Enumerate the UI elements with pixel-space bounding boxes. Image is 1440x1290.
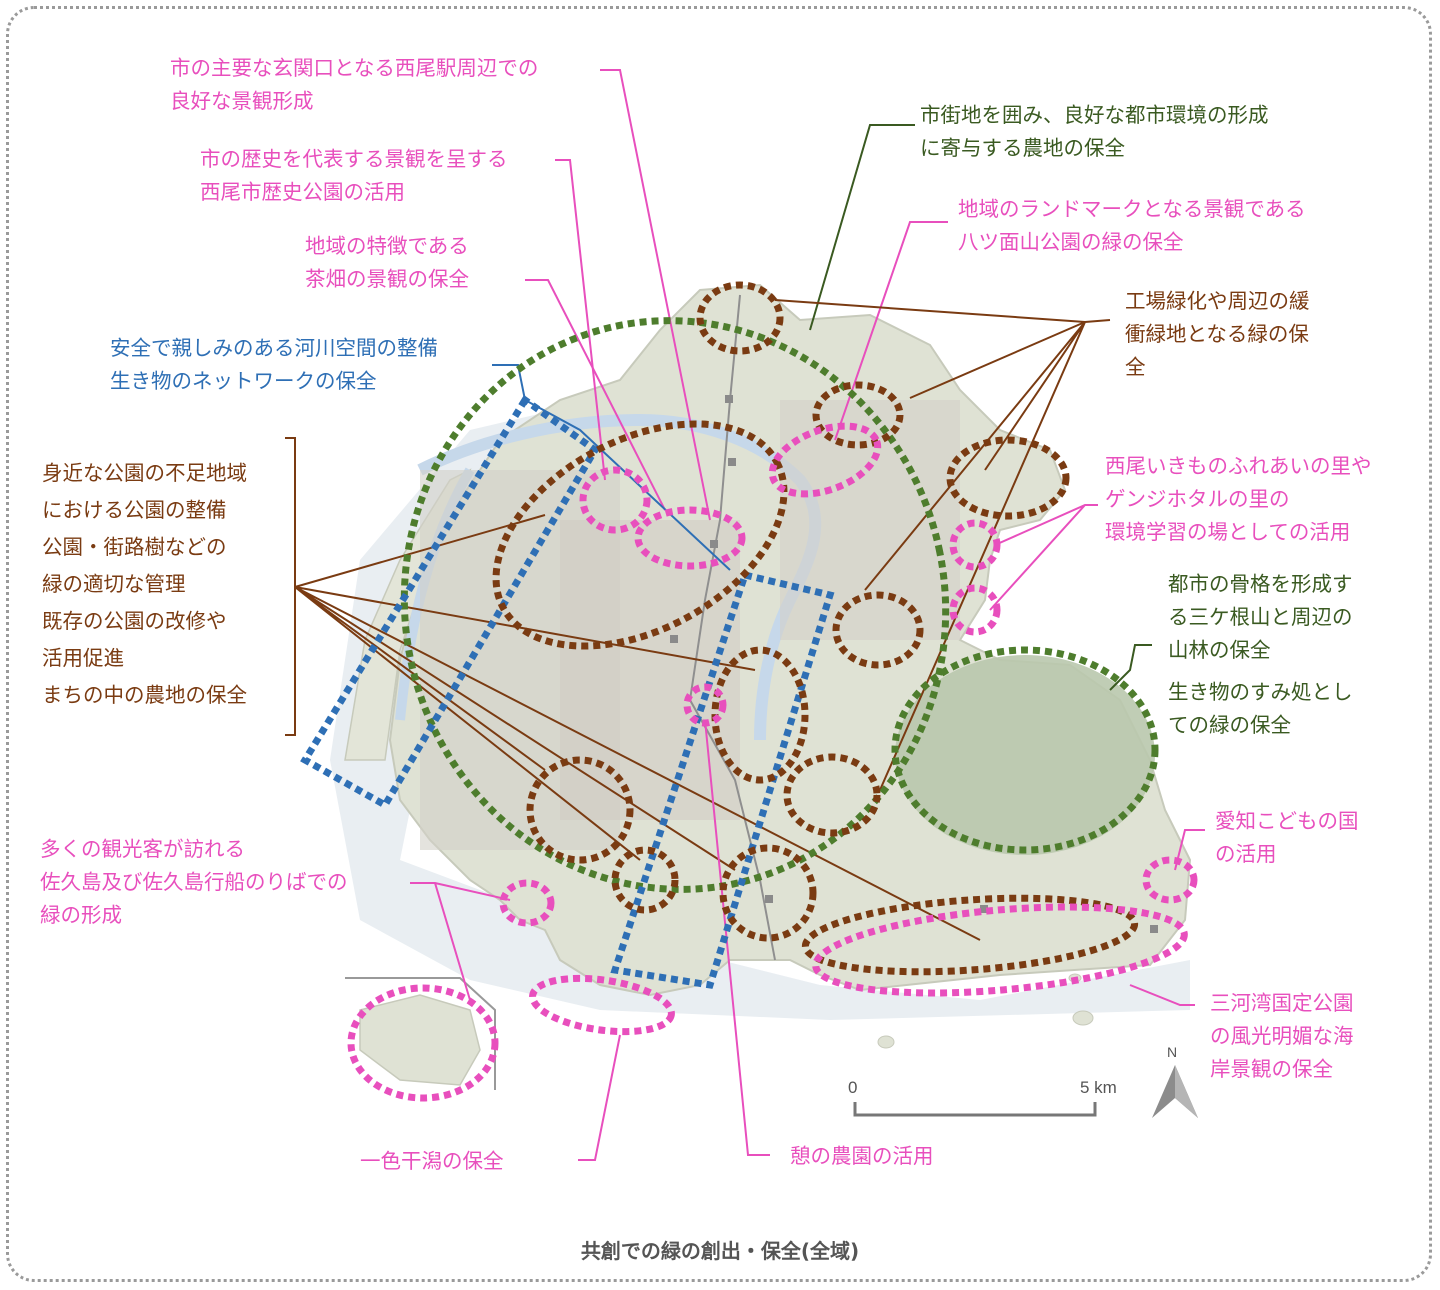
north-arrow-shade [1175, 1065, 1198, 1118]
label-ikoi: 憩の農園の活用 [790, 1144, 934, 1168]
island-1 [1072, 1010, 1094, 1026]
label-kodomo: 愛知こどもの国の活用 [1215, 809, 1359, 866]
zone-brown-ne [812, 381, 904, 449]
zone-brown-east-mid [832, 591, 924, 669]
label-farmland-city: 市街地を囲み、良好な都市環境の形成に寄与する農地の保全 [920, 103, 1269, 160]
leader-station [600, 69, 711, 521]
leader-tea [525, 279, 666, 511]
zone-pink-inset [347, 984, 499, 1102]
leader-farmland [809, 124, 915, 331]
leader-ikoi [704, 719, 770, 1156]
zone-blue-center [610, 570, 835, 989]
leader-mountain [1109, 644, 1152, 691]
label-mikawa: 三河湾国定公園の風光明媚な海岸景観の保全 [1210, 991, 1354, 1081]
label-history-park: 市の歴史を代表する景観を呈する西尾市歴史公園の活用 [200, 147, 508, 204]
inset-border [345, 977, 496, 1090]
label-park-items: 身近な公園の不足地域 における公園の整備 公園・街路樹などの 緑の適切な管理 既… [42, 461, 247, 707]
leader-yatsuomote [834, 221, 948, 441]
label-station: 市の主要な玄関口となる西尾駅周辺での良好な景観形成 [170, 56, 539, 113]
urban-area-east [780, 400, 960, 640]
island-3 [877, 1035, 895, 1049]
leader-kodomo [1174, 829, 1205, 871]
zone-pink-ikimono-2 [949, 584, 1001, 636]
inset-island [359, 994, 481, 1086]
zone-green-mountain [891, 646, 1159, 854]
zone-pink-sakushima-port [499, 879, 555, 927]
zone-pink-history [579, 466, 651, 534]
zone-brown-coast [801, 894, 1139, 976]
zone-brown-ikoi [711, 646, 809, 784]
zone-brown-north [696, 281, 784, 355]
forest-mountain [895, 655, 1155, 855]
zone-pink-ikoi [683, 683, 727, 727]
leader-isshiki [578, 1034, 621, 1161]
label-factory: 工場緑化や周辺の緩衝緑地となる緑の保全 [1125, 289, 1310, 379]
leader-park [294, 514, 981, 941]
label-yatsuomote: 地域のランドマークとなる景観である八ツ面山公園の緑の保全 [958, 197, 1306, 254]
label-sakushima: 多くの観光客が訪れる佐久島及び佐久島行船のりばでの緑の形成 [40, 837, 348, 927]
leader-history-park [555, 159, 606, 481]
zone-pink-kodomo [1142, 856, 1198, 904]
label-river: 安全で親しみのある河川空間の整備生き物のネットワークの保全 [110, 336, 438, 393]
zone-brown-south-mid [611, 846, 679, 914]
zone-pink-isshiki [529, 974, 675, 1036]
scale-end-label: 5 km [1080, 1078, 1117, 1097]
north-label: N [1167, 1044, 1178, 1060]
railway-stations [670, 395, 1158, 933]
label-ikimono: 西尾いきものふれあいの里やゲンジホタルの里の環境学習の場としての活用 [1105, 454, 1372, 544]
label-tea: 地域の特徴である茶畑の景観の保全 [305, 234, 469, 291]
zone-blue-west [300, 394, 600, 810]
zone-pink-station [634, 506, 746, 570]
zone-brown-south-west [526, 756, 634, 864]
dotted-frame [6, 6, 1432, 1282]
railway [688, 294, 776, 961]
leader-mikawa [1129, 984, 1195, 1006]
figure-caption: 共創での緑の創出・保全(全域) [580, 1239, 860, 1263]
bracket-park [285, 437, 296, 736]
leader-ikimono [989, 504, 1098, 611]
zone-pink-yatsuomote [768, 422, 882, 498]
label-isshiki: 一色干潟の保全 [360, 1149, 504, 1173]
label-mountain: 都市の骨格を形成する三ケ根山と周辺の山林の保全 [1168, 572, 1353, 662]
zone-pink-mikawa [812, 903, 1188, 997]
scale-bar [853, 1102, 1097, 1117]
zone-brown-south-east [783, 753, 881, 837]
zone-pink-ikimono-1 [949, 519, 1001, 571]
scale-start-label: 0 [848, 1078, 858, 1097]
zone-brown-south [719, 844, 817, 942]
leader-factory [774, 299, 1111, 791]
zone-green-city-ring [400, 317, 950, 893]
zone-brown-city-west [492, 420, 788, 650]
zone-brown-east [946, 436, 1070, 520]
leader-sakushima [410, 882, 511, 1001]
label-habitat: 生き物のすみ処としての緑の保全 [1168, 680, 1353, 737]
